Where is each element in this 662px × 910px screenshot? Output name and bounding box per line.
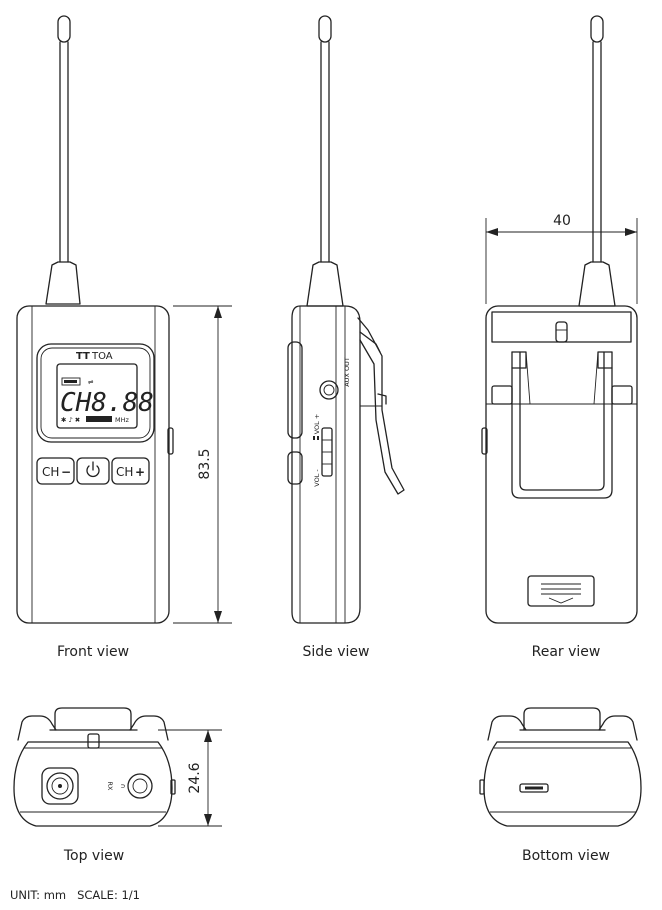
top-view: ∩ RX 24.6 Top view: [13, 707, 222, 864]
bottom-body: [483, 741, 642, 827]
ch-plus-button[interactable]: [111, 457, 150, 485]
top-body: [13, 741, 173, 827]
height-value: 83.5: [197, 448, 213, 479]
lcd-screen: [56, 363, 138, 429]
aux-out-label: AUX OUT: [343, 357, 351, 387]
rear-view: 40 Rear view: [481, 15, 638, 660]
side-antenna: [306, 15, 344, 307]
bottom-view-label: Bottom view: [522, 848, 610, 864]
bottom-view: Bottom view: [479, 707, 642, 864]
rear-antenna: [578, 15, 616, 307]
svg-text:CH: CH: [42, 465, 59, 479]
unit-scale-note: UNIT: mm SCALE: 1/1: [10, 888, 140, 902]
battery-cover-latch[interactable]: [527, 575, 595, 607]
side-button-lower[interactable]: [287, 451, 303, 485]
front-antenna: [45, 15, 81, 305]
side-view-label: Side view: [303, 644, 370, 660]
minus-icon: −: [61, 465, 71, 479]
rear-belt-clip: [491, 351, 633, 499]
svg-text:⇌: ⇌: [88, 378, 94, 386]
brand-name: TOA: [91, 351, 113, 362]
plus-icon: +: [135, 465, 145, 479]
ch-minus-button[interactable]: [36, 457, 75, 485]
front-body: [16, 305, 170, 624]
power-icon: [86, 461, 100, 478]
usb-port[interactable]: [519, 783, 549, 793]
bottom-clip: [487, 707, 638, 741]
front-view: TT TOA ⇌ CH8.88 ✱ ♪ ✖ MHz CH − CH + 83.5: [16, 15, 232, 660]
brand-logo-icon: TT: [76, 351, 90, 362]
rear-view-label: Rear view: [532, 644, 601, 660]
svg-text:✱ ♪ ✖: ✱ ♪ ✖: [61, 416, 80, 424]
top-clip: [17, 707, 169, 749]
front-view-label: Front view: [57, 644, 129, 660]
power-button[interactable]: [76, 457, 110, 485]
headphone-icon: ∩: [119, 784, 127, 789]
rx-label: RX: [106, 782, 114, 792]
rear-body: [485, 305, 638, 624]
top-antenna-base: [41, 767, 79, 805]
lcd-unit: MHz: [115, 416, 129, 424]
lcd-readout: CH8.88: [60, 388, 154, 418]
svg-text:CH: CH: [116, 465, 133, 479]
battery-icon: [61, 377, 81, 386]
width-value: 40: [553, 213, 571, 229]
depth-value: 24.6: [187, 762, 203, 793]
top-view-label: Top view: [63, 848, 124, 864]
depth-dimension: 24.6: [158, 729, 222, 827]
vol-minus-label: VOL -: [313, 469, 321, 487]
display-bezel: [36, 343, 155, 443]
height-dimension: 83.5: [173, 305, 232, 624]
side-view: AUX OUT VOL + VOL - Side view: [287, 15, 405, 660]
side-button-upper[interactable]: [287, 341, 303, 439]
aux-out-jack[interactable]: [319, 380, 339, 400]
earphone-jack[interactable]: [127, 773, 153, 799]
belt-clip: [357, 317, 405, 495]
vol-plus-label: VOL +: [313, 414, 321, 435]
width-dimension: 40: [485, 213, 638, 304]
